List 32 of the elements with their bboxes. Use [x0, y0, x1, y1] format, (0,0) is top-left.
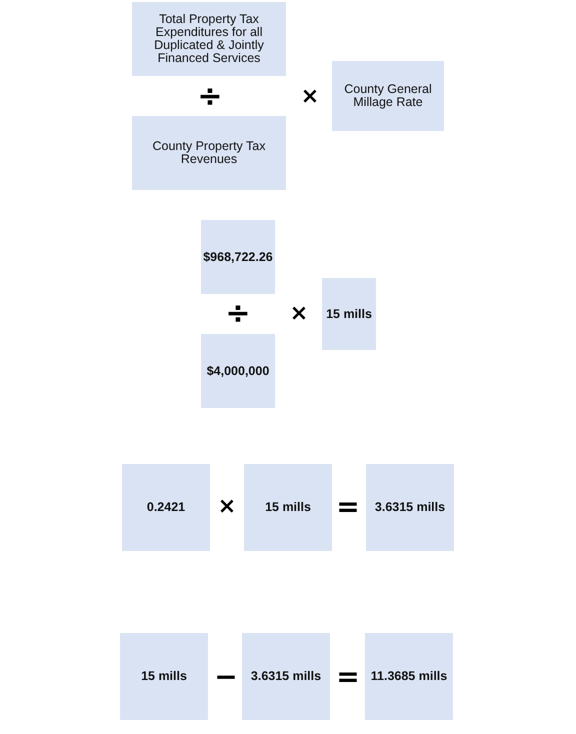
term-box — [201, 334, 275, 408]
term-text: $968,722.26 — [203, 250, 273, 264]
term-box — [366, 464, 454, 551]
term-text: Total Property Tax Expenditures for all Duplicated & Jointly Financed Services — [153, 13, 265, 65]
term-box — [322, 278, 376, 350]
term-box — [244, 464, 332, 551]
operator-sign: × — [300, 86, 320, 108]
term-text: County Property Tax Revenues — [151, 140, 267, 166]
term-box — [242, 633, 330, 720]
term-text: 15 mills — [326, 308, 372, 320]
term-text: 3.6315 mills — [374, 501, 446, 514]
operator-sign: ÷ — [197, 82, 223, 112]
operator-sign: − — [214, 663, 238, 691]
term-box — [132, 2, 286, 76]
term-box — [332, 61, 444, 131]
term-box — [132, 116, 286, 190]
term-text: 15 mills — [141, 670, 187, 683]
operator-sign: × — [290, 303, 308, 325]
term-text: 0.2421 — [146, 501, 186, 514]
term-box — [201, 220, 275, 294]
term-text: $4,000,000 — [206, 364, 270, 378]
operator-sign: ÷ — [225, 299, 251, 329]
term-box — [120, 633, 208, 720]
term-box — [122, 464, 210, 551]
term-text: 15 mills — [265, 501, 311, 514]
operator-sign: × — [218, 496, 236, 518]
term-text: 11.3685 mills — [370, 670, 448, 683]
operator-sign: = — [336, 663, 360, 691]
term-text: 3.6315 mills — [250, 670, 322, 683]
term-text: County General Millage Rate — [343, 83, 433, 109]
operator-sign: = — [336, 493, 360, 521]
term-box — [365, 633, 453, 720]
